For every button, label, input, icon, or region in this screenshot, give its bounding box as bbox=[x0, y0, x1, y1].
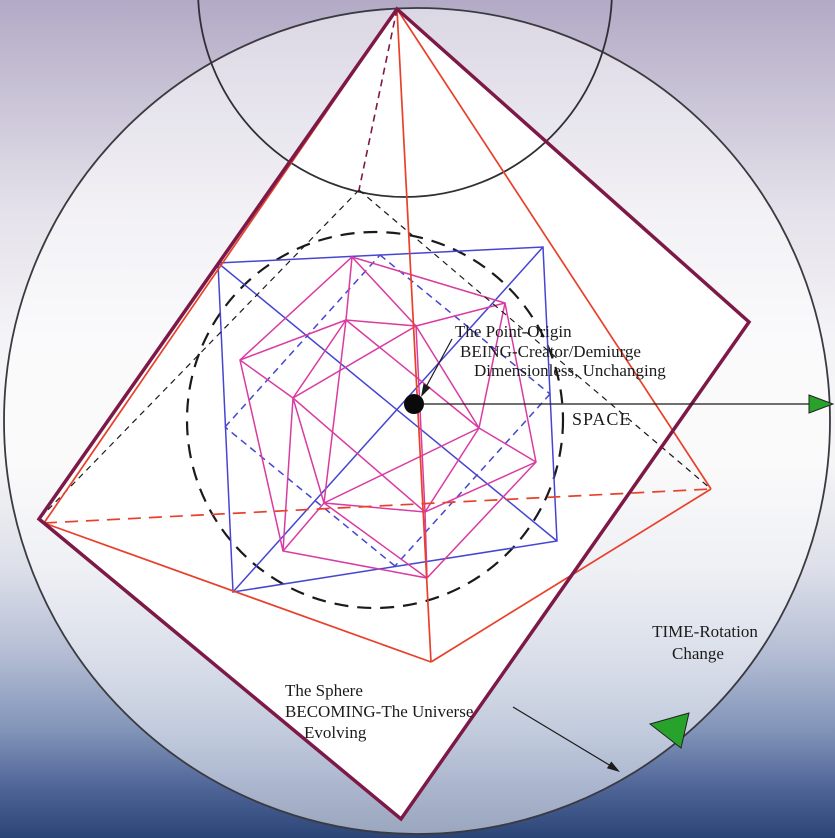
icosahedron-edge bbox=[424, 461, 537, 513]
octahedron-hidden-apex-edge bbox=[358, 8, 398, 191]
icosahedron-edge bbox=[323, 502, 428, 579]
cube-hidden-edge bbox=[379, 254, 551, 395]
red-hidden-equator bbox=[43, 488, 712, 524]
sphere-pointer-line bbox=[512, 706, 612, 767]
red-edge bbox=[43, 522, 432, 663]
origin-label-line3: Dimensionless, Unchanging bbox=[474, 361, 666, 380]
octahedron-interior bbox=[39, 9, 749, 819]
sphere-label-line2: BECOMING-The Universe bbox=[285, 702, 473, 721]
cube-hidden-edge bbox=[224, 254, 381, 428]
icosahedron-edge bbox=[345, 256, 353, 321]
origin-pointer bbox=[421, 338, 453, 397]
space-label: SPACE bbox=[572, 409, 631, 429]
origin-pointer-line bbox=[425, 338, 453, 388]
icosahedron-edge bbox=[239, 359, 294, 399]
icosahedron-edge bbox=[478, 427, 537, 463]
icosahedron-spokes bbox=[239, 256, 537, 579]
cube-hidden-edges bbox=[224, 254, 551, 567]
annotations: The Point-Origin BEING-Creator/Demiurge … bbox=[285, 322, 758, 742]
origin-label-line2: BEING-Creator/Demiurge bbox=[460, 342, 641, 361]
rotation-arrowhead-icon bbox=[648, 712, 690, 749]
icosahedron-triangle bbox=[323, 318, 481, 505]
arrow-to-point-icon bbox=[421, 383, 431, 397]
cube-hidden-edge bbox=[224, 426, 396, 567]
arrow-to-sphere-icon bbox=[606, 761, 620, 772]
point-origin-dot bbox=[404, 394, 424, 414]
icosahedron-inner-triangles bbox=[291, 318, 481, 514]
icosahedron-edge bbox=[282, 397, 294, 552]
icosahedron-edge bbox=[415, 302, 506, 327]
red-edge bbox=[396, 8, 712, 490]
red-axis-edge bbox=[396, 8, 432, 663]
icosahedron-edge bbox=[478, 302, 506, 429]
octahedron-outline bbox=[36, 6, 752, 822]
time-label-line1: TIME-Rotation bbox=[652, 622, 758, 641]
origin-label-line1: The Point-Origin bbox=[455, 322, 572, 341]
icosahedron-edge bbox=[239, 319, 347, 361]
inner-dashed-circle bbox=[185, 230, 565, 610]
sphere-pointer bbox=[512, 706, 620, 772]
icosahedron-edge bbox=[282, 502, 325, 552]
time-label-line2: Change bbox=[672, 644, 724, 663]
sphere-label-line1: The Sphere bbox=[285, 681, 363, 700]
cube-hidden-edge bbox=[394, 393, 551, 567]
sphere-label-line3: Evolving bbox=[304, 723, 367, 742]
cube-diagonal bbox=[217, 262, 558, 542]
icosahedron-triangle bbox=[291, 324, 426, 514]
space-arrowhead-icon bbox=[808, 394, 835, 414]
space-axis-arrow bbox=[424, 394, 835, 414]
icosahedron-edge bbox=[351, 256, 417, 327]
octahedron-outer-wireframe bbox=[36, 6, 752, 822]
cube-wireframe bbox=[217, 246, 558, 593]
upper-circle bbox=[197, 0, 613, 198]
